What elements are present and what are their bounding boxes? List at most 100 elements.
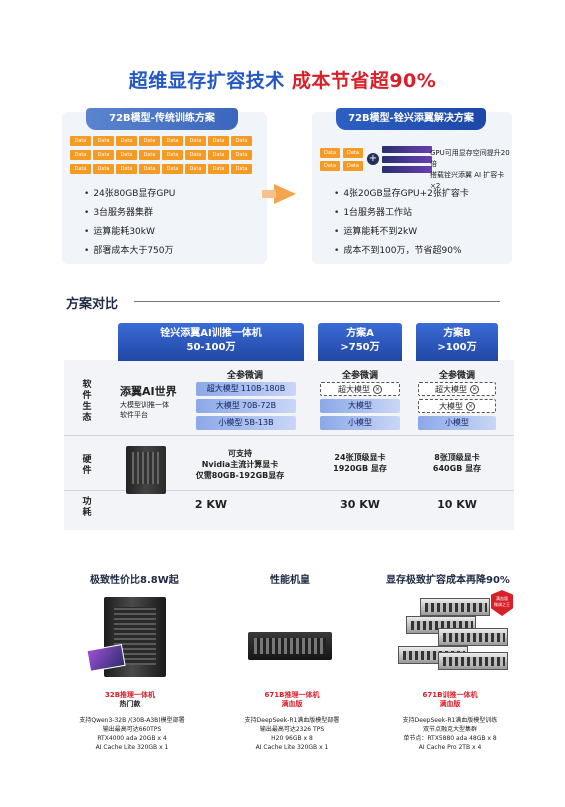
data-chip: Data xyxy=(93,150,114,160)
left-bullet-1: 24张80GB显存GPU xyxy=(84,186,175,199)
data-chip: Data xyxy=(185,150,206,160)
data-chip: Data xyxy=(320,148,340,158)
qx-solution-title: 72B模型-铨兴添翼解决方案 xyxy=(336,108,486,130)
tier-xl-b: 超大模型× xyxy=(418,382,496,396)
data-chip: Data xyxy=(231,150,252,160)
product-2-desc: 支持DeepSeek-R1满血版模型部署 输出最高可达2326 TPS H20 … xyxy=(244,717,340,751)
product-1-name: 32B推理一体机 热门款 xyxy=(104,691,156,708)
product-3-name: 671B训推一体机 满血版 xyxy=(422,691,478,708)
software-platform-desc: 大模型训推一体 软件平台 xyxy=(120,400,169,420)
data-chip: Data xyxy=(208,164,229,174)
tier-s-b: 小模型 xyxy=(418,416,496,430)
quality-badge-icon: 满血版 微调之王 xyxy=(491,590,513,616)
right-bullet-1: 4张20GB显存GPU+2张扩容卡 xyxy=(334,186,469,199)
left-bullet-3: 运算能耗30kW xyxy=(84,224,155,237)
right-bullet-3: 运算能耗不到2kW xyxy=(334,224,417,237)
row-label-power: 功耗 xyxy=(82,497,92,518)
left-bullet-2: 3台服务器集群 xyxy=(84,205,153,218)
data-chip: Data xyxy=(185,164,206,174)
product-2-title: 性能机皇 xyxy=(270,575,310,586)
x-icon: × xyxy=(466,402,475,411)
right-bullet-4: 成本不到100万，节省超90% xyxy=(334,243,461,256)
column-head-b-name: 方案B xyxy=(443,328,471,339)
column-head-qx-name: 铨兴添翼AI训推一体机 xyxy=(160,328,262,339)
hardware-b: 8张顶级显卡 640GB 显存 xyxy=(432,453,482,473)
software-platform-desc-line-1: 大模型训推一体 xyxy=(120,401,169,409)
data-chip: Data xyxy=(70,164,91,174)
data-chip: Data xyxy=(162,164,183,174)
product-3-desc: 支持DeepSeek-R1满血版模型训练 双节点融克大型集群 单节点：RTX58… xyxy=(402,717,498,751)
column-head-a-name: 方案A xyxy=(346,328,374,339)
section-divider xyxy=(134,301,500,302)
software-platform-name: 添翼AI世界 xyxy=(120,385,177,398)
tier-l-b: 大模型× xyxy=(418,399,496,413)
data-chip: Data xyxy=(93,136,114,146)
column-head-a: 方案A >750万 xyxy=(318,323,402,361)
data-chip: Data xyxy=(208,136,229,146)
tier-l-a: 大模型 xyxy=(320,399,400,413)
data-chip: Data xyxy=(162,136,183,146)
data-chip: Data xyxy=(231,136,252,146)
data-chip: Data xyxy=(116,150,137,160)
product-1-desc: 支持Qwen3-32B /(30B-A3B)模型部署 输出最高可达660TPS … xyxy=(79,717,185,751)
software-platform-desc-line-2: 软件平台 xyxy=(120,411,148,419)
full-finetune-label-qx: 全参微调 xyxy=(226,371,263,381)
product-2-name: 671B推理一体机 满血版 xyxy=(264,691,320,708)
power-qx: 2 KW xyxy=(194,498,228,511)
arrow-right-icon xyxy=(262,184,296,204)
section-title: 方案对比 xyxy=(66,297,119,312)
data-chip: Data xyxy=(139,150,160,160)
column-head-b: 方案B >100万 xyxy=(416,323,498,361)
data-chip: Data xyxy=(343,161,363,171)
data-chip: Data xyxy=(208,150,229,160)
rack-cluster-image xyxy=(398,598,510,672)
data-chip: Data xyxy=(70,150,91,160)
power-b: 10 KW xyxy=(437,498,477,511)
data-chip: Data xyxy=(116,164,137,174)
row-label-software: 软件生态 xyxy=(82,380,92,423)
data-chip: Data xyxy=(231,164,252,174)
data-chip: Data xyxy=(162,150,183,160)
hardware-a: 24张顶级显卡 1920GB 显存 xyxy=(333,453,387,473)
data-chip: Data xyxy=(320,161,340,171)
data-chip: Data xyxy=(139,136,160,146)
product-3-title: 显存极致扩容成本再降90% xyxy=(386,575,510,586)
expansion-note-line-1: GPU可用显存空间提升20倍 xyxy=(430,149,510,168)
column-head-b-price: >100万 xyxy=(437,342,477,353)
x-icon: × xyxy=(470,385,479,394)
tier-xl-a: 超大模型× xyxy=(320,382,400,396)
column-head-a-price: >750万 xyxy=(340,342,380,353)
data-chip: Data xyxy=(139,164,160,174)
rack-server-image xyxy=(248,632,332,660)
data-chip: Data xyxy=(343,148,363,158)
column-head-qx-price: 50-100万 xyxy=(186,342,236,353)
power-a: 30 KW xyxy=(340,498,380,511)
row-separator xyxy=(64,490,514,491)
row-separator xyxy=(64,435,514,436)
full-finetune-label-b: 全参微调 xyxy=(438,371,475,381)
plus-icon: + xyxy=(367,153,379,165)
full-finetune-label-a: 全参微调 xyxy=(341,371,378,381)
traditional-solution-title: 72B模型-传统训练方案 xyxy=(86,108,238,130)
data-chip: Data xyxy=(185,136,206,146)
hardware-qx: 可支持 Nvidia主流计算显卡 仅需80GB-192GB显存 xyxy=(195,449,285,480)
right-bullet-2: 1台服务器工作站 xyxy=(334,205,412,218)
tier-s-a: 小模型 xyxy=(320,416,400,430)
data-chip: Data xyxy=(93,164,114,174)
headline-part2: 成本节省超90% xyxy=(291,70,437,92)
headline: 超维显存扩容技术 成本节省超90% xyxy=(0,66,565,93)
headline-part1: 超维显存扩容技术 xyxy=(128,70,285,92)
row-label-hardware: 硬件 xyxy=(82,455,92,476)
data-chip: Data xyxy=(116,136,137,146)
left-bullet-4: 部署成本大于750万 xyxy=(84,243,173,256)
data-chip: Data xyxy=(70,136,91,146)
expansion-card-icon xyxy=(382,146,432,176)
x-icon: × xyxy=(373,385,382,394)
